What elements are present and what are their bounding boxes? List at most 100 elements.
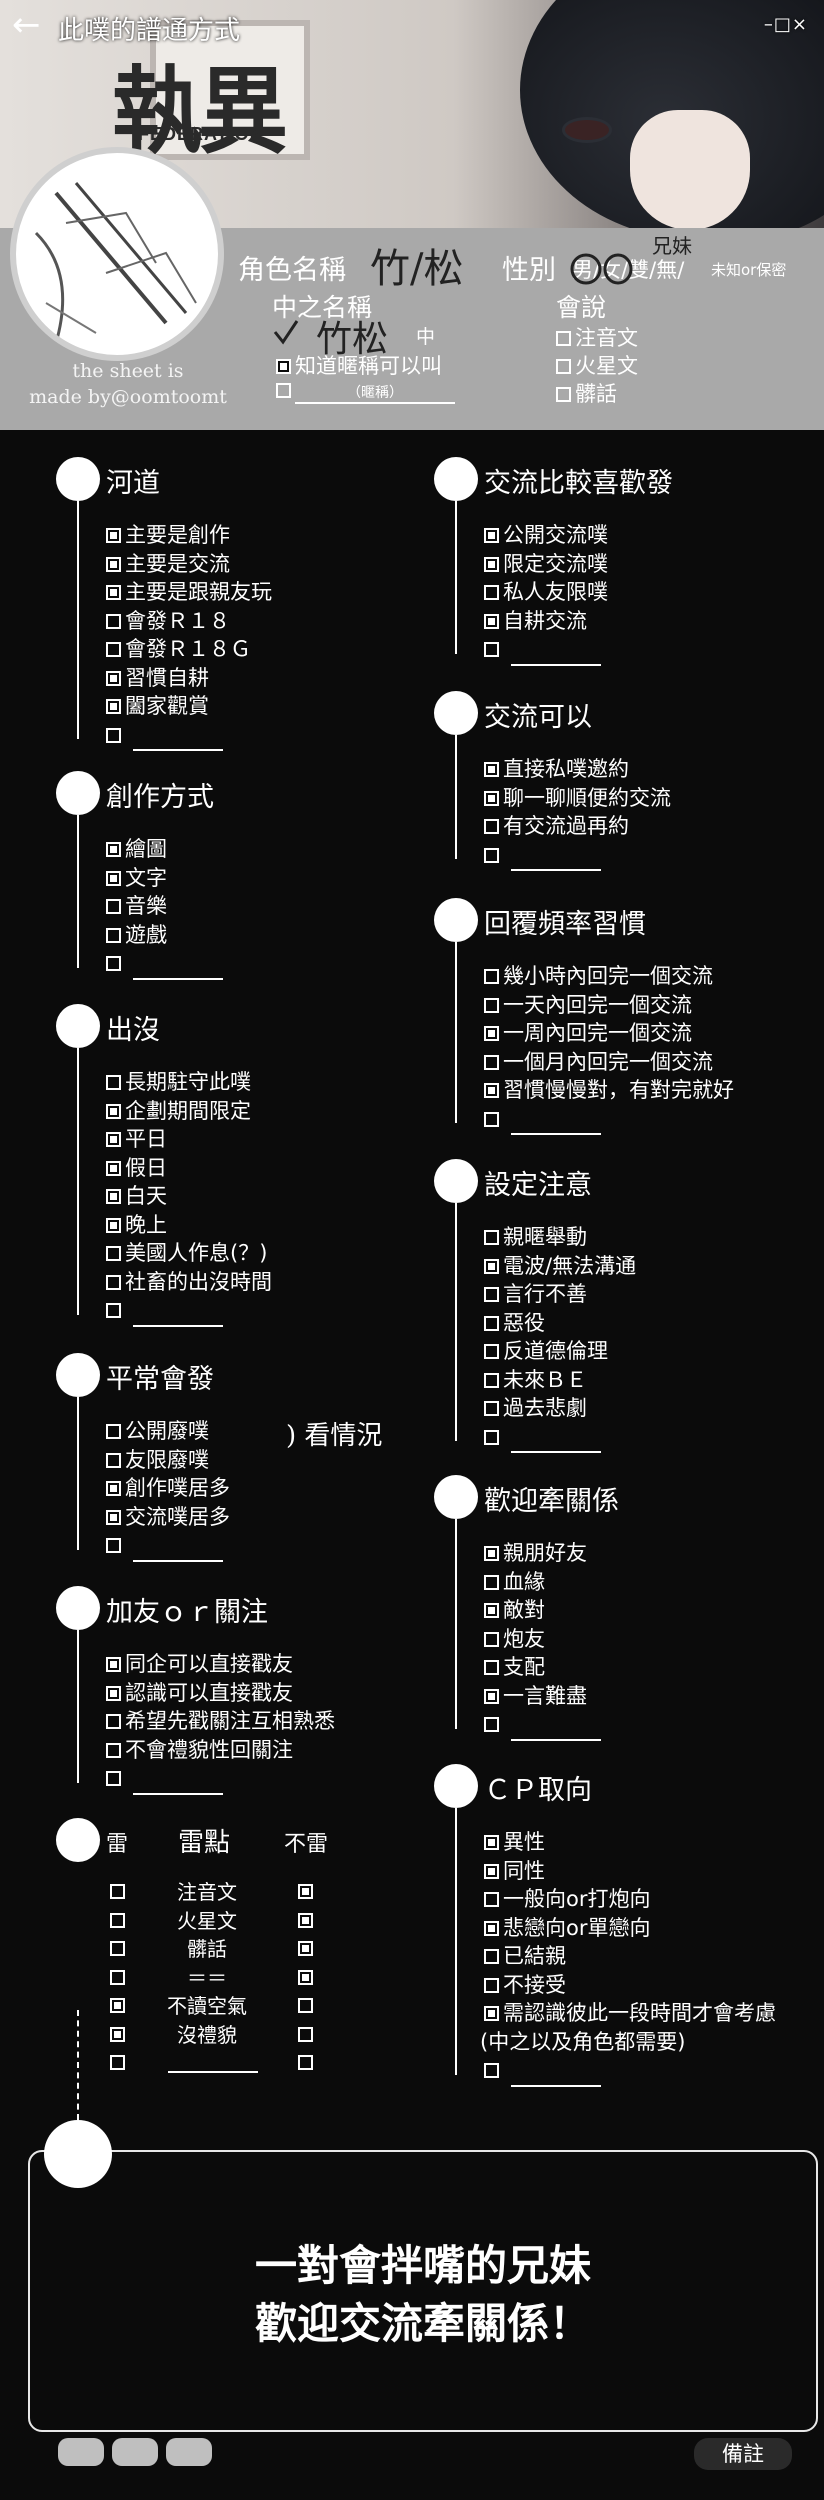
thunder-no-checkbox[interactable] (298, 1941, 313, 1956)
checkbox-empty-icon[interactable] (484, 1631, 499, 1647)
checkbox-option[interactable] (106, 1296, 272, 1327)
checkbox-checked-icon[interactable] (484, 762, 499, 777)
checkbox-checked-icon[interactable] (484, 1083, 499, 1098)
checkbox-option[interactable]: 已結親 (484, 1942, 776, 1971)
checkbox-checked-icon[interactable] (106, 842, 121, 857)
checkbox-option[interactable]: 習慣慢慢對，有對完就好 (484, 1076, 734, 1105)
window-controls[interactable]: –□× (763, 14, 808, 35)
checkbox-empty-icon[interactable] (484, 1574, 499, 1590)
checkbox-empty-icon[interactable] (106, 642, 121, 657)
checkbox-checked-icon[interactable] (106, 1103, 121, 1119)
checkbox-option[interactable]: 電波/無法溝通 (484, 1252, 636, 1281)
checkbox-option[interactable]: 不接受 (484, 1971, 776, 2000)
checkbox-option[interactable]: 需認識彼此一段時間才會考慮 (484, 1999, 776, 2028)
checkbox-option[interactable]: 晚上 (106, 1211, 272, 1240)
checkbox-empty-icon[interactable] (484, 642, 499, 657)
checkbox-checked-icon[interactable] (484, 2006, 499, 2021)
checkbox-option[interactable]: 自耕交流 (484, 607, 608, 636)
checkbox-option[interactable]: 繪圖 (106, 835, 223, 864)
checkbox-option[interactable]: 認識可以直接戳友 (106, 1679, 335, 1708)
checkbox-option[interactable]: 悲戀向or單戀向 (484, 1914, 776, 1943)
checkbox-checked-icon[interactable] (106, 1509, 121, 1525)
checkbox-option[interactable] (484, 841, 671, 871)
thunder-no-checkbox[interactable] (298, 2026, 313, 2042)
checkbox-option[interactable]: 未來ＢＥ (484, 1366, 636, 1395)
checkbox-option[interactable]: 音樂 (106, 892, 223, 921)
thunder-yes-checkbox[interactable] (110, 1998, 125, 2013)
checkbox-option[interactable]: 社畜的出沒時間 (106, 1268, 272, 1297)
checkbox-option[interactable]: 假日 (106, 1154, 272, 1183)
checkbox-option[interactable]: 文字 (106, 864, 223, 893)
checkbox-checked-icon[interactable] (484, 613, 499, 629)
checkbox-option[interactable]: 友限廢噗 (106, 1446, 230, 1475)
speak-option[interactable]: 注音文 (556, 322, 638, 352)
checkbox-empty-icon[interactable] (106, 1274, 121, 1290)
checkbox-empty-icon[interactable] (106, 1714, 121, 1729)
checkbox-option[interactable]: 一言難盡 (484, 1682, 601, 1711)
checkbox-checked-icon[interactable] (106, 556, 121, 572)
checkbox-option[interactable] (484, 2056, 776, 2087)
checkbox-option[interactable]: 公開廢噗 (106, 1417, 230, 1446)
checkbox-option[interactable]: 長期駐守此噗 (106, 1068, 272, 1097)
checkbox-option[interactable]: 創作噗居多 (106, 1474, 230, 1503)
checkbox-option[interactable]: 惡役 (484, 1309, 636, 1338)
checkbox-empty-icon[interactable] (106, 613, 121, 629)
checkbox-empty-icon[interactable] (484, 1111, 499, 1127)
checkbox-option[interactable]: 血緣 (484, 1568, 601, 1597)
checkbox-empty-icon[interactable] (106, 899, 121, 914)
checkbox-empty-icon[interactable] (484, 997, 499, 1013)
checkbox-checked-icon[interactable] (484, 1546, 499, 1561)
checkbox-option[interactable] (106, 949, 223, 980)
checkbox-checked-icon[interactable] (106, 1189, 121, 1204)
checkbox-option[interactable]: 敵對 (484, 1596, 601, 1625)
thunder-yes-checkbox[interactable] (110, 2055, 125, 2070)
checkbox-empty-icon[interactable] (106, 1771, 121, 1786)
checkbox-empty-icon[interactable] (106, 1452, 121, 1468)
checkbox-option[interactable]: 同性 (484, 1857, 776, 1886)
thunder-yes-checkbox[interactable] (110, 1969, 125, 1985)
checkbox-checked-icon[interactable] (106, 870, 121, 886)
checkbox-empty-icon[interactable] (484, 1054, 499, 1070)
checkbox-option[interactable]: 公開交流噗 (484, 521, 608, 550)
speak-option[interactable]: 火星文 (556, 350, 638, 380)
checkbox-option[interactable]: 一天內回完一個交流 (484, 991, 734, 1020)
checkbox-option[interactable]: 一周內回完一個交流 (484, 1019, 734, 1048)
checkbox-empty-icon[interactable] (484, 819, 499, 834)
checkbox-checked-icon[interactable] (484, 528, 499, 543)
checkbox-option[interactable] (106, 721, 272, 751)
checkbox-option[interactable] (484, 1423, 636, 1453)
checkbox-empty-icon[interactable] (484, 847, 499, 863)
checkbox-checked-icon[interactable] (484, 556, 499, 572)
back-arrow-icon[interactable]: ← (12, 5, 41, 45)
checkbox-checked-icon[interactable] (484, 1863, 499, 1879)
checkbox-option[interactable] (484, 635, 608, 666)
checkbox-checked-icon[interactable] (484, 1603, 499, 1618)
checkbox-option[interactable]: 一個月內回完一個交流 (484, 1048, 734, 1077)
checkbox-checked-icon[interactable] (106, 528, 121, 543)
page-dot-button[interactable] (166, 2438, 212, 2466)
checkbox-empty-icon[interactable] (484, 1892, 499, 1907)
checkbox-option[interactable]: 習慣自耕 (106, 664, 272, 693)
checkbox-checked-icon[interactable] (106, 1685, 121, 1701)
thunder-yes-checkbox[interactable] (110, 1884, 125, 1899)
thunder-yes-checkbox[interactable] (110, 1941, 125, 1956)
checkbox-empty-icon[interactable] (106, 1246, 121, 1261)
checkbox-option[interactable]: 交流噗居多 (106, 1503, 230, 1532)
checkbox-option[interactable]: 言行不善 (484, 1280, 636, 1309)
checkbox-option[interactable]: 白天 (106, 1182, 272, 1211)
checkbox-option[interactable]: 主要是交流 (106, 550, 272, 579)
checkbox-option[interactable]: 主要是創作 (106, 521, 272, 550)
checkbox-empty-icon[interactable] (106, 927, 121, 943)
checkbox-option[interactable] (484, 1105, 734, 1135)
checkbox-option[interactable]: 炮友 (484, 1625, 601, 1654)
checkbox-option[interactable]: 反道德倫理 (484, 1337, 636, 1366)
checkbox-empty-icon[interactable] (106, 727, 121, 743)
checkbox-checked-icon[interactable] (484, 790, 499, 806)
thunder-no-checkbox[interactable] (298, 2055, 313, 2070)
checkbox-checked-icon[interactable] (484, 1835, 499, 1850)
checkbox-option[interactable]: 平日 (106, 1125, 272, 1154)
thunder-no-checkbox[interactable] (298, 1884, 313, 1899)
checkbox-checked-icon[interactable] (106, 1481, 121, 1496)
checkbox-checked-icon[interactable] (106, 1217, 121, 1233)
checkbox-option[interactable]: 幾小時內回完一個交流 (484, 962, 734, 991)
